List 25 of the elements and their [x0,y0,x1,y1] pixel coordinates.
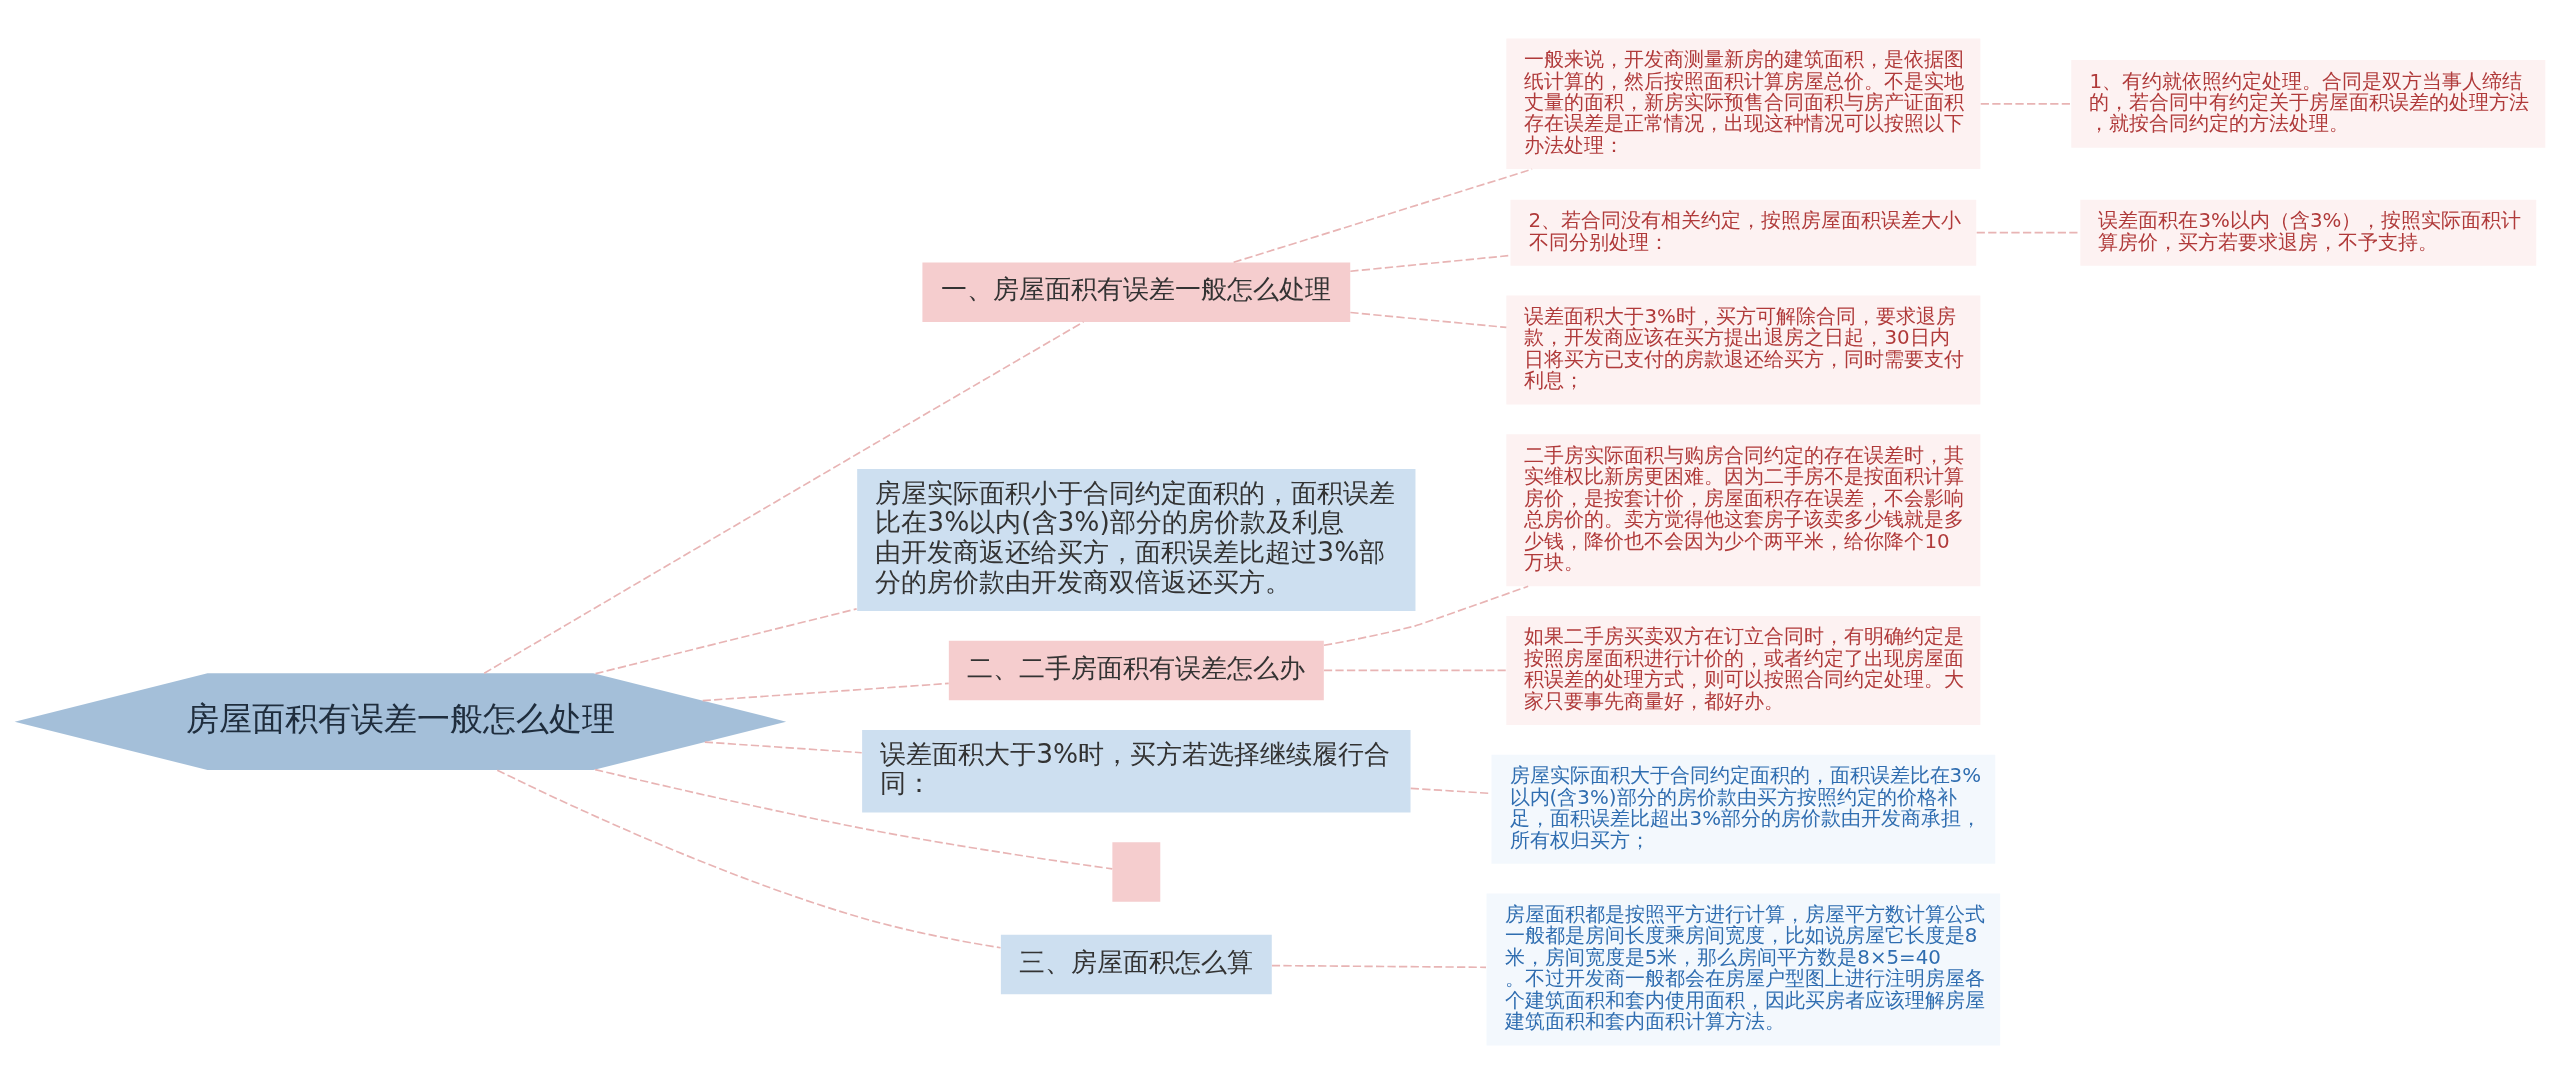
connector [1349,311,1508,329]
connector [703,741,863,754]
node-box: 房屋面积都是按照平方进行计算，房屋平方数计算公式一般都是房间长度乘房间宽度，比如说房屋它长度是8米，房间宽度是5米，那么房间平方数是8×5=40。不过开发商一般都会在房屋户型图上进行注明房屋各个建筑面积和套内使用面积，因此买房者应该理解房屋建筑面积和套内面积计算方法。 [1486,893,2001,1046]
node-box [1112,842,1161,902]
node-box: 二、二手房面积有误差怎么办 [948,640,1324,701]
connector [1323,585,1529,647]
connector [594,608,858,675]
node-box: 三、房屋面积怎么算 [1000,934,1272,995]
connector [701,682,950,702]
connector [496,769,1002,949]
node-box: 一、房屋面积有误差一般怎么处理 [922,262,1351,322]
connector [1271,964,1487,969]
node-box: 房屋实际面积小于合同约定面积的，面积误差比在3%以内(含3%)部分的房价款及利息由开发商返还给买方，面积误差比超过3%部分的房价款由开发商双倍返还买方。 [857,468,1416,611]
connector [1323,669,1507,672]
node-box: 误差面积大于3%时，买方可解除合同，要求退房款，开发商应该在买方提出退房之日起，30日内日将买方已支付的房款退还给买方，同时需要支付利息； [1506,295,1981,405]
connector [594,768,1114,870]
node-box: 误差面积大于3%时，买方若选择继续履行合同： [862,729,1411,813]
node-box: 2、若合同没有相关约定，按照房屋面积误差大小不同分别处理： [1510,199,1977,266]
node-box: 二手房实际面积与购房合同约定的存在误差时，其实维权比新房更困难。因为二手房不是按面积计算房价，是按套计价，房屋面积存在误差，不会影响总房价的。卖方觉得他这套房子该卖多少钱就是多少钱，降价也不会因为少个两平米，给你降个10万块。 [1506,434,1981,587]
node-box: 如果二手房买卖双方在订立合同时，有明确约定是按照房屋面积进行计价的，或者约定了出现房屋面积误差的处理方式，则可以按照合同约定处理。大家只要事先商量好，都好办。 [1506,615,1981,725]
connector [1979,103,2072,105]
node-box: 1、有约就依照约定处理。合同是双方当事人缔结的，若合同中有约定关于房屋面积误差的处理方法，就按合同约定的方法处理。 [2071,60,2546,148]
connector [1349,254,1511,273]
connector [483,321,1085,675]
node-box: 一般来说，开发商测量新房的建筑面积，是依据图纸计算的，然后按照面积计算房屋总价。不是实地丈量的面积，新房实际预售合同面积与房产证面积存在误差是正常情况，出现这种情况可以按照以下办法处理： [1506,38,1981,170]
